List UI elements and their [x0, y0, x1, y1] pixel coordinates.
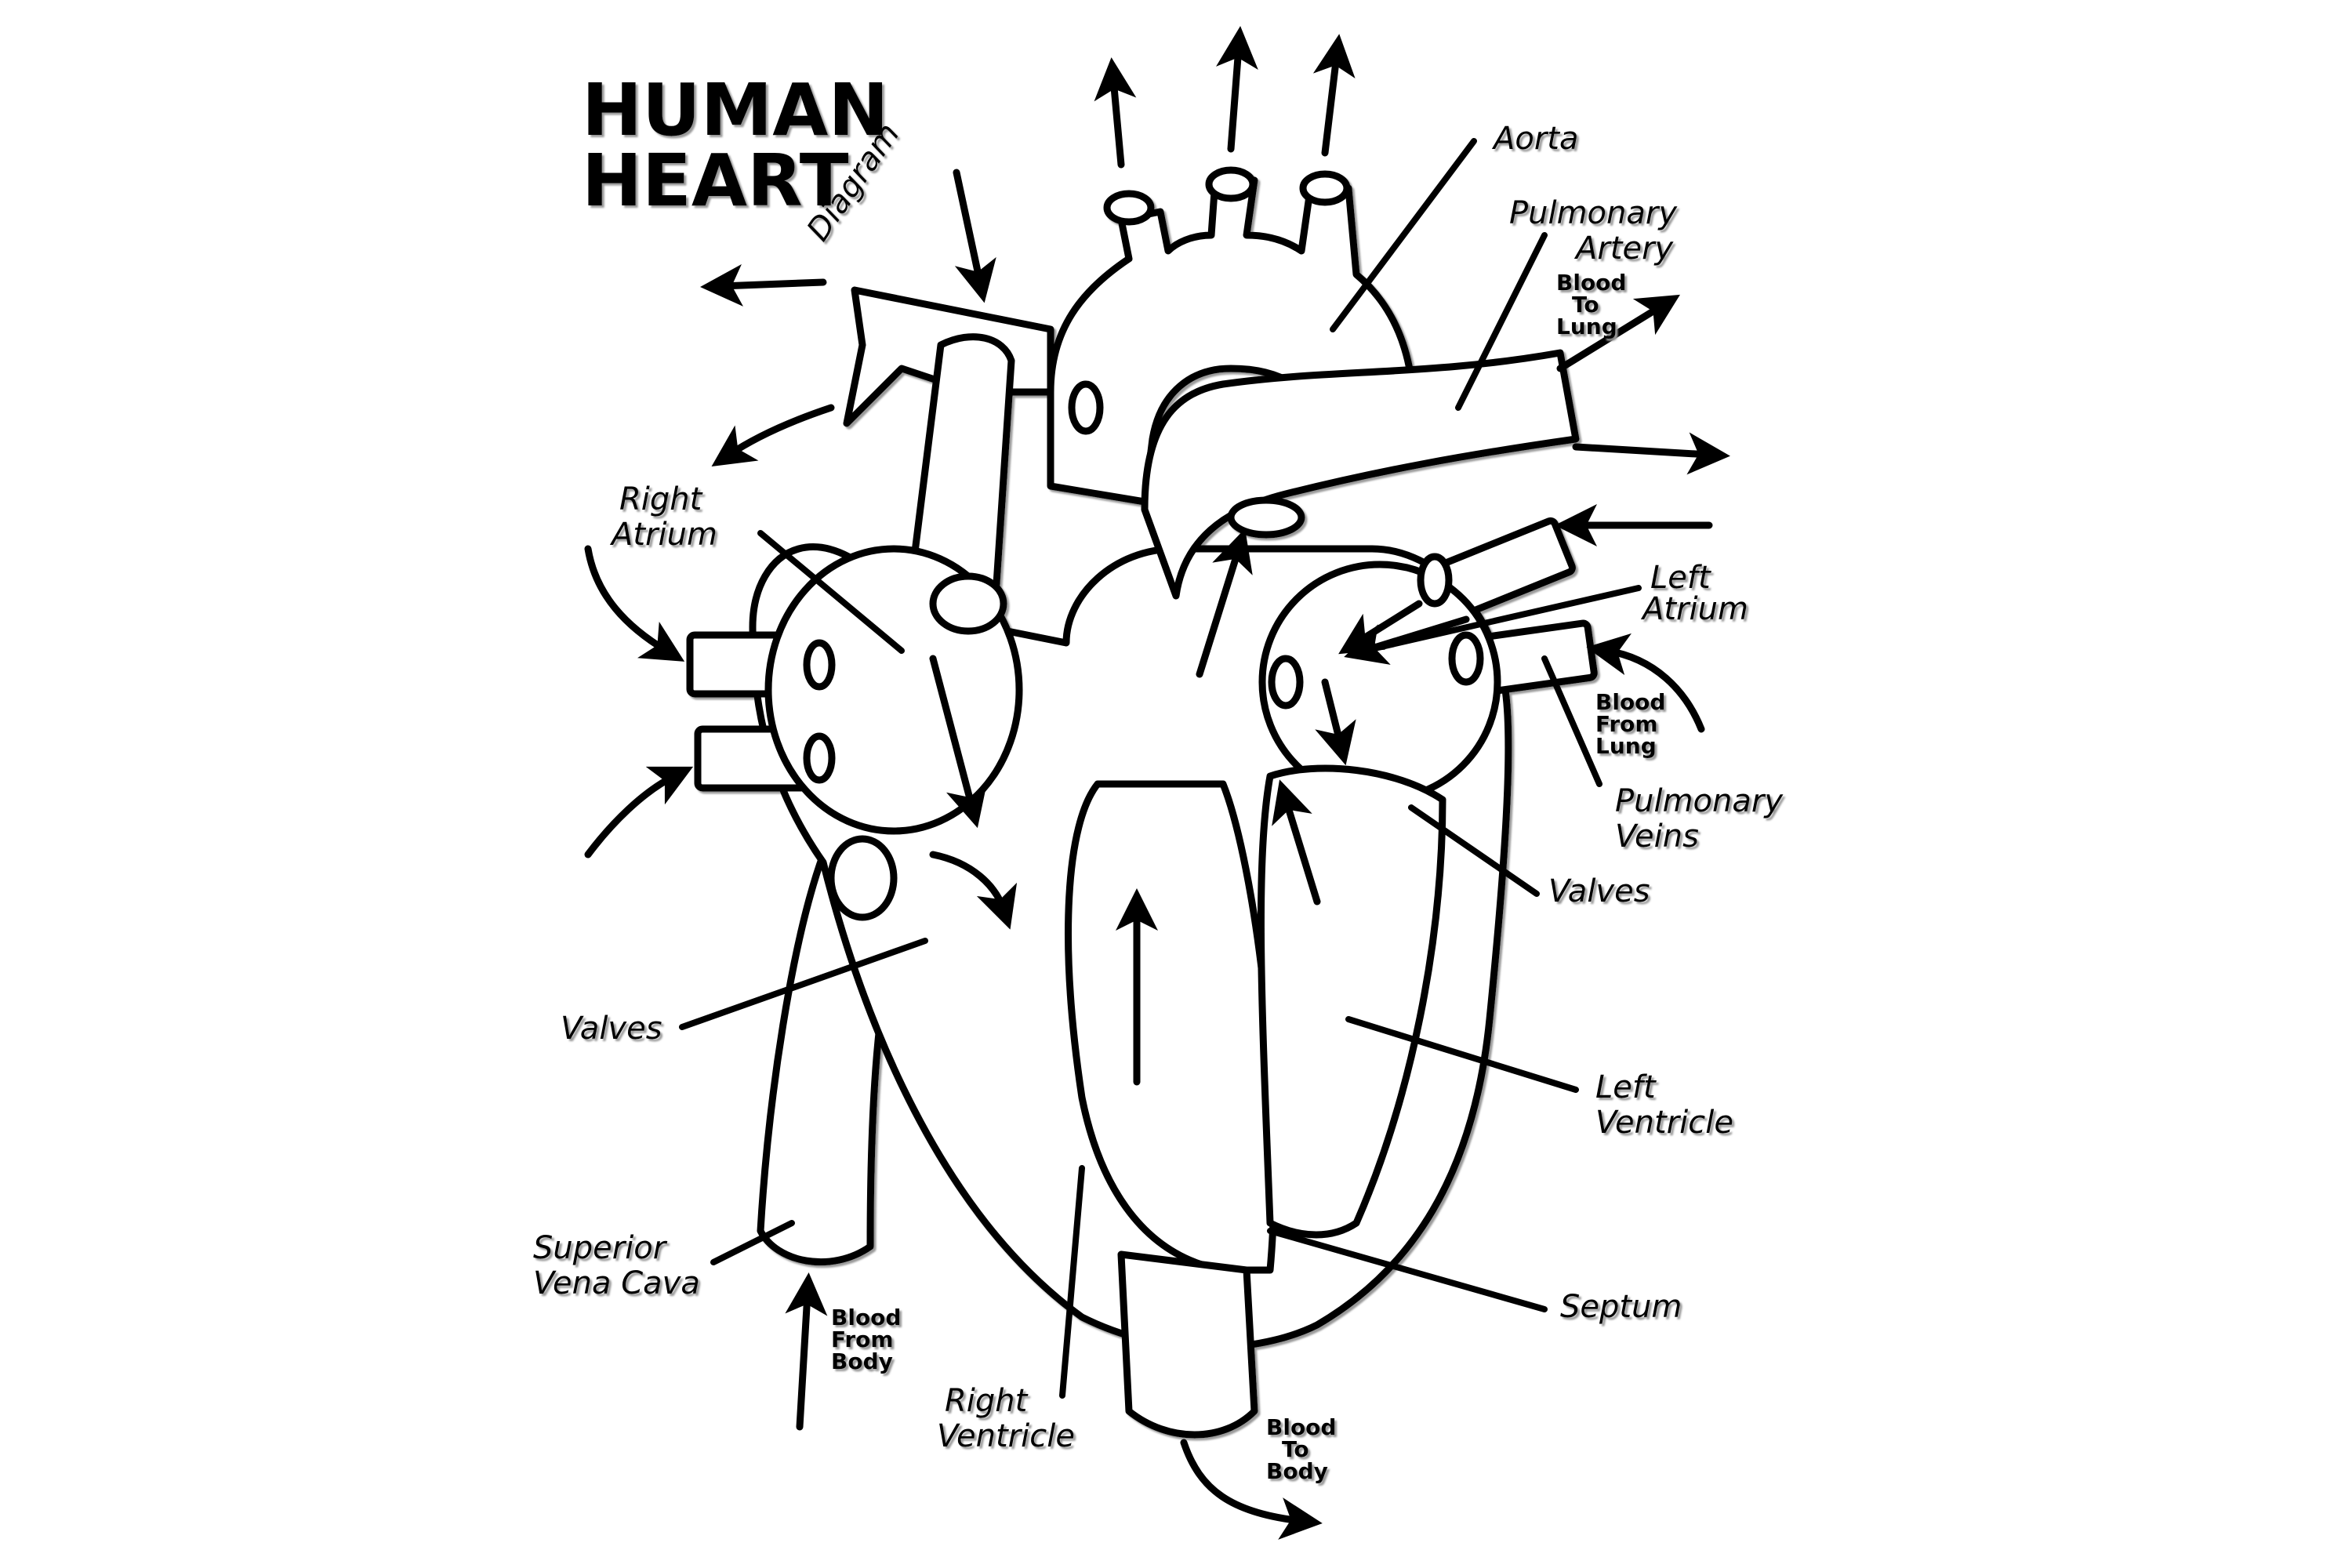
- label-pulmonary-artery-1: Pulmonary: [1509, 195, 1678, 231]
- note-line: Blood: [1556, 270, 1626, 296]
- vessel-opening-3: [1299, 170, 1351, 206]
- leader-valves-right: [679, 938, 928, 1030]
- label-right-ventricle-1: Right: [945, 1383, 1029, 1419]
- descending-aorta: [1117, 1250, 1258, 1439]
- arrow-down-top: [953, 169, 996, 303]
- note-line: Body: [1266, 1458, 1328, 1484]
- leader-right-ventricle: [1059, 1165, 1085, 1399]
- note-blood-to-body: Blood To Body: [1266, 1414, 1336, 1484]
- leader-pulmonary-veins: [1541, 655, 1602, 787]
- vessel-opening-la: [1268, 655, 1304, 710]
- vessel-opening-tube1: [803, 639, 836, 691]
- leader-left-ventricle: [1345, 1016, 1579, 1093]
- note-line: From: [1595, 711, 1658, 737]
- vessel-opening-1: [1103, 190, 1155, 226]
- vessel-opening-pv2: [1448, 631, 1484, 686]
- label-left-atrium-2: Atrium: [1640, 591, 1748, 627]
- note-line: Lung: [1556, 314, 1617, 339]
- left-ventricle-chamber: [1257, 764, 1446, 1239]
- leader-left-atrium: [1361, 585, 1642, 654]
- label-pulmonary-veins-1: Pulmonary: [1615, 783, 1784, 819]
- flow-notes: Blood To Lung Blood From Lung Blood From…: [831, 270, 1665, 1484]
- arrow-right-mid: [1572, 432, 1730, 475]
- label-superior-vena-cava-2: Vena Cava: [533, 1265, 700, 1301]
- note-blood-from-lung: Blood From Lung: [1595, 689, 1665, 759]
- arrow-lv-up: [1272, 779, 1321, 906]
- arrow-into-lower-tube: [584, 766, 694, 858]
- label-valves-left: Valves: [1548, 873, 1650, 909]
- vessel-opening-2: [1205, 166, 1257, 202]
- arrow-to-body: [1180, 1439, 1323, 1540]
- label-left-ventricle-2: Ventricle: [1595, 1105, 1733, 1141]
- leader-pulmonary-artery: [1455, 232, 1548, 411]
- vessel-opening-right-atrium: [929, 572, 1007, 635]
- label-pulmonary-artery-2: Artery: [1573, 230, 1675, 267]
- note-line: From: [831, 1327, 894, 1352]
- arrow-to-valve: [929, 851, 1018, 930]
- note-blood-to-lung: Blood To Lung: [1556, 270, 1626, 339]
- note-line: Lung: [1595, 733, 1657, 759]
- leader-superior-vena-cava: [710, 1220, 795, 1265]
- label-superior-vena-cava-1: Superior: [533, 1230, 668, 1266]
- arrow-left-curve: [711, 404, 835, 466]
- vessel-opening-vena-cava: [827, 835, 898, 921]
- arrow-up-2: [1216, 26, 1258, 153]
- labels: Aorta Pulmonary Artery Right Atrium Left…: [533, 121, 1784, 1454]
- note-blood-from-body: Blood From Body: [831, 1305, 901, 1374]
- leader-valves-left: [1408, 804, 1540, 897]
- leader-lines: [679, 138, 1642, 1399]
- arrow-ra-down: [929, 655, 988, 829]
- label-aorta: Aorta: [1491, 121, 1578, 157]
- leader-aorta: [1330, 138, 1477, 332]
- label-left-atrium-1: Left: [1650, 560, 1711, 596]
- note-line: Blood: [831, 1305, 901, 1330]
- note-line: Blood: [1595, 689, 1665, 715]
- label-septum: Septum: [1560, 1289, 1682, 1325]
- label-left-ventricle-1: Left: [1595, 1069, 1657, 1105]
- leader-septum: [1267, 1228, 1548, 1312]
- vessel-opening-branch: [1068, 380, 1104, 435]
- label-pulmonary-veins-2: Veins: [1615, 818, 1699, 855]
- vessel-opening-pv1: [1417, 553, 1453, 608]
- label-right-atrium-2: Atrium: [609, 517, 717, 553]
- note-line: To: [1282, 1436, 1309, 1462]
- title-line2: HEART: [582, 139, 849, 223]
- note-line: To: [1572, 292, 1599, 318]
- label-right-atrium-1: Right: [619, 481, 703, 517]
- arrow-left-top: [700, 263, 827, 307]
- arrow-pulmonary-up: [1196, 528, 1253, 678]
- arrow-from-lung: [1586, 633, 1705, 733]
- note-line: Body: [831, 1348, 893, 1374]
- arrow-up-3: [1312, 34, 1356, 157]
- vessel-opening-tube2: [803, 732, 836, 784]
- label-right-ventricle-2: Ventricle: [937, 1418, 1075, 1454]
- diagram-title: HUMAN HEART Diagram: [582, 68, 907, 248]
- arrow-up-1: [1094, 57, 1137, 169]
- arrow-la-down: [1315, 678, 1356, 766]
- arrow-to-lung: [1556, 294, 1680, 372]
- leader-right-atrium: [757, 530, 905, 654]
- arrow-into-right-atrium: [584, 545, 685, 662]
- arrow-from-body: [785, 1272, 828, 1431]
- heart: [686, 166, 1598, 1439]
- note-line: Blood: [1266, 1414, 1336, 1440]
- title-line1: HUMAN: [582, 68, 888, 152]
- label-valves-right: Valves: [561, 1011, 662, 1047]
- vessel-opening-pulmonary: [1227, 496, 1305, 539]
